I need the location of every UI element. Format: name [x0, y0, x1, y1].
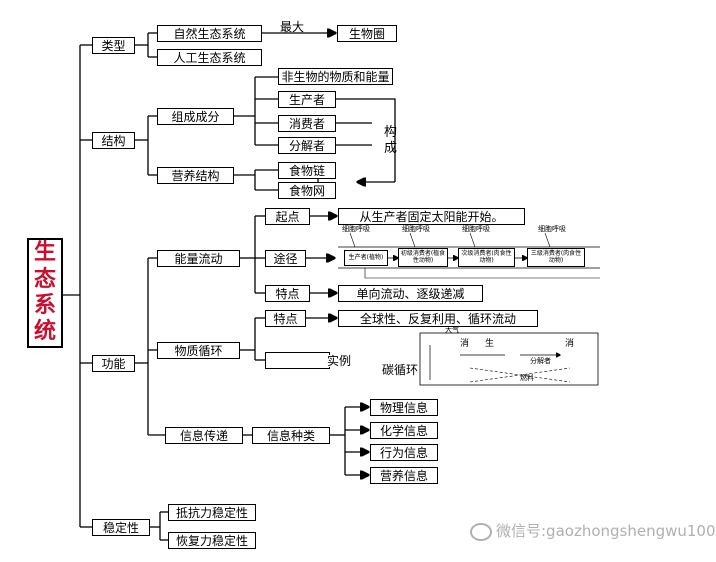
node-energy-feature-desc: 单向流动、逐级递减 — [338, 285, 483, 302]
node-biosphere: 生物圈 — [337, 25, 397, 42]
node-matter-feature-desc: 全球性、反复利用、循环流动 — [338, 310, 538, 327]
root-char: 统 — [33, 319, 56, 345]
node-stability: 稳定性 — [92, 519, 150, 536]
flow-tertiary-consumer: 三级消费者(肉食性动物) — [527, 248, 585, 267]
root-char: 态 — [33, 266, 56, 292]
flow-resp-label: 细胞呼吸 — [538, 225, 566, 233]
node-structure: 结构 — [92, 132, 135, 149]
node-matter-example: 实例 — [265, 352, 351, 369]
ecosystem-concept-map: 生 态 系 统 类型 结构 功能 稳定性 自然生态系统 最大 生物圈 人工生态系… — [27, 0, 716, 549]
node-nonbiotic: 非生物的物质和能量 — [278, 68, 393, 85]
node-decomposer: 分解者 — [278, 137, 336, 154]
root-ecosystem: 生 态 系 统 — [27, 238, 63, 348]
node-energy-flow: 能量流动 — [157, 250, 240, 267]
node-type: 类型 — [92, 37, 135, 54]
node-nutritional-info: 营养信息 — [370, 467, 438, 484]
flow-resp-label: 细胞呼吸 — [342, 225, 370, 233]
node-energy-start: 起点 — [265, 208, 310, 225]
node-behavioral-info: 行为信息 — [370, 444, 438, 461]
node-food-web: 食物网 — [278, 182, 336, 199]
label-largest: 最大 — [280, 20, 305, 34]
node-physical-info: 物理信息 — [370, 399, 438, 416]
cycle-fig-label: 消 — [460, 339, 470, 349]
cycle-fig-fuel: 燃料 — [520, 374, 534, 382]
node-info-transfer: 信息传递 — [165, 427, 243, 444]
flow-resp-label: 细胞呼吸 — [402, 225, 430, 233]
cycle-fig-label: 消 — [565, 339, 575, 349]
node-producer: 生产者 — [278, 91, 336, 108]
node-energy-start-desc: 从生产者固定太阳能开始。 — [338, 208, 525, 225]
root-char: 生 — [33, 240, 56, 266]
node-chemical-info: 化学信息 — [370, 422, 438, 439]
node-consumer: 消费者 — [278, 115, 336, 132]
watermark: 微信号:gaozhongshengwu100 — [470, 520, 716, 541]
label-carbon-cycle: 碳循环 — [382, 363, 419, 377]
connector-lines — [62, 0, 600, 541]
node-matter-cycle: 物质循环 — [157, 342, 240, 359]
node-energy-feature: 特点 — [265, 285, 310, 302]
cycle-fig-decomposer: 分解者 — [530, 357, 551, 365]
root-char: 系 — [33, 293, 56, 318]
node-trophic-structure: 营养结构 — [157, 167, 234, 184]
node-resistance-stability: 抵抗力稳定性 — [168, 504, 256, 521]
node-natural-ecosystem: 自然生态系统 — [157, 25, 262, 42]
cycle-fig-atmosphere: 大气 — [445, 326, 459, 334]
watermark-text: 微信号:gaozhongshengwu100 — [496, 522, 716, 540]
flow-primary-consumer: 初级消费者(植食性动物) — [398, 248, 448, 267]
node-matter-feature: 特点 — [265, 310, 306, 327]
node-resilience-stability: 恢复力稳定性 — [168, 532, 256, 549]
cycle-fig-label: 生 — [485, 339, 495, 349]
flow-producer: 生产者(植物) — [344, 250, 388, 266]
wechat-icon — [470, 522, 492, 541]
node-food-chain: 食物链 — [278, 162, 336, 179]
flow-secondary-consumer: 次级消费者(肉食性动物) — [458, 248, 515, 267]
node-energy-path: 途径 — [265, 250, 306, 267]
node-function: 功能 — [92, 355, 135, 372]
node-info-kinds: 信息种类 — [252, 427, 330, 444]
node-artificial-ecosystem: 人工生态系统 — [157, 49, 262, 66]
node-composition: 组成成分 — [157, 108, 234, 125]
label-gou: 构 — [384, 125, 398, 140]
label-cheng: 成 — [384, 141, 398, 156]
flow-resp-label: 细胞呼吸 — [462, 225, 490, 233]
label-example: 实例 — [326, 353, 351, 368]
